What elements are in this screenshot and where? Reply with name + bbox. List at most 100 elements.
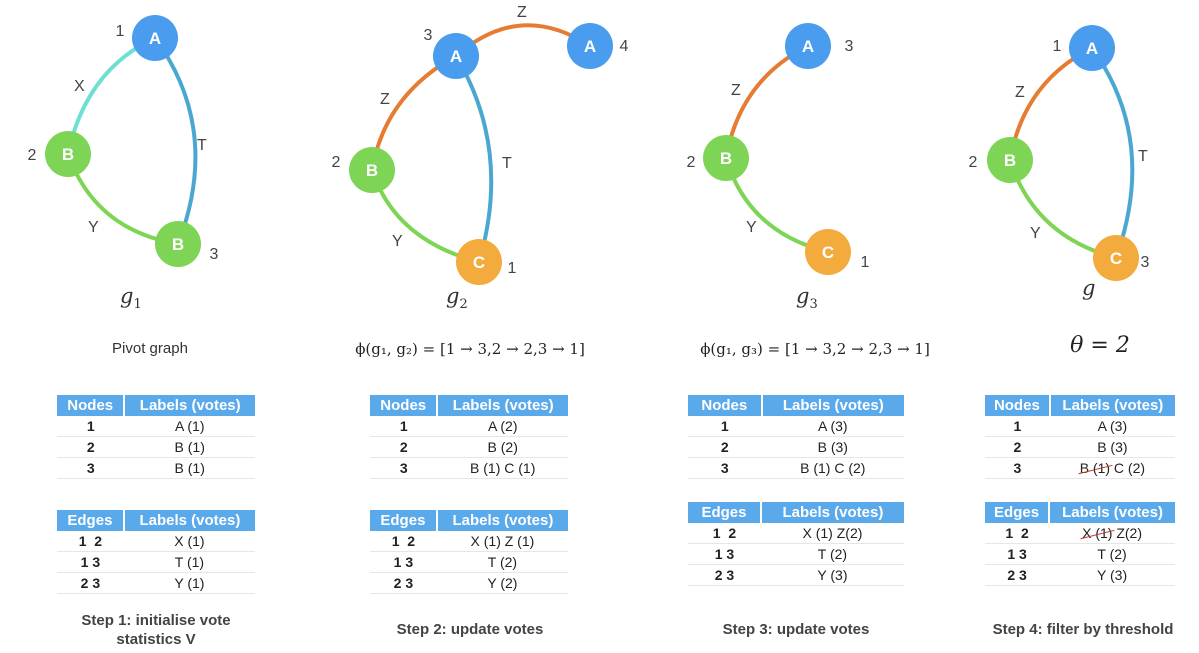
graph-name-g2: g2 [446, 284, 468, 312]
node-votes: B (1) C (2) [761, 457, 904, 479]
edge-t [1090, 46, 1135, 259]
subtitle-pivot: Pivot graph [112, 340, 188, 357]
edge-key: 2 3 [985, 564, 1050, 586]
edge-key: 1 3 [57, 551, 124, 573]
step-caption-1: Step 1: initialise vote statistics V [81, 612, 231, 648]
graph-name-g3: g3 [796, 284, 818, 312]
edge-key: 2 3 [57, 572, 124, 594]
node-votes: B (1) C (2) [1049, 457, 1175, 479]
edge-key: 2 3 [370, 572, 437, 594]
edge-key: 1 2 [688, 523, 761, 544]
col-header: Edges [370, 510, 438, 531]
node-id: 2 [28, 147, 37, 164]
node-votes: B (1) [124, 457, 255, 479]
col-header: Labels (votes) [1049, 395, 1175, 416]
node-votes: B (3) [1049, 436, 1175, 458]
graph-name: g [120, 284, 134, 308]
col-header: Labels (votes) [123, 510, 255, 531]
col-header: Edges [688, 502, 762, 523]
node-id: 3 [424, 27, 433, 44]
node-key: 3 [370, 457, 438, 479]
node-label: B [366, 161, 378, 180]
node-id: 2 [687, 154, 696, 171]
node-key: 2 [57, 436, 125, 458]
node-circle [805, 229, 851, 275]
col-header: Labels (votes) [436, 510, 568, 531]
node-label: B [62, 145, 74, 164]
node-circle [785, 23, 831, 69]
edge-label: T [502, 155, 512, 172]
edge-key: 1 3 [688, 543, 761, 565]
edge-votes: T (2) [436, 551, 568, 573]
col-header: Nodes [57, 395, 126, 416]
node-circle [349, 147, 395, 193]
edge-t [454, 54, 494, 263]
step-caption-2: Step 2: update votes [396, 621, 544, 638]
graph-g3: Z Y A 3 B 2 C 1 [687, 23, 870, 275]
edge-votes: T (1) [123, 551, 255, 573]
node-circle [1069, 25, 1115, 71]
node-label: A [149, 29, 161, 48]
node-id: 2 [332, 154, 341, 171]
node-key: 3 [57, 457, 125, 479]
graph-subscript: 3 [809, 297, 818, 313]
node-votes: B (1) [124, 436, 255, 458]
node-id: 1 [861, 254, 870, 271]
edge-label: X [74, 78, 85, 95]
col-header: Edges [985, 502, 1051, 523]
node-label: A [584, 37, 596, 56]
edge-key: 1 3 [370, 551, 437, 573]
edge-label: Y [392, 233, 403, 250]
node-id: 1 [508, 260, 517, 277]
node-id: 4 [620, 38, 629, 55]
edge-votes: Y (3) [1049, 564, 1175, 586]
subtitle-threshold: θ = 2 [1070, 333, 1130, 358]
graph-name: g [1082, 276, 1096, 300]
node-label: B [1004, 151, 1016, 170]
node-key: 3 [985, 457, 1050, 479]
node-id: 3 [1141, 254, 1150, 271]
node-votes: A (2) [437, 416, 568, 437]
edge-t [153, 36, 198, 245]
struck-vote: B (1) [1079, 460, 1111, 476]
graph-subscript: 1 [133, 297, 142, 313]
node-key: 2 [370, 436, 438, 458]
col-header: Labels (votes) [761, 395, 904, 416]
edge-votes: Y (2) [436, 572, 568, 594]
node-key: 1 [688, 416, 762, 437]
step-caption-4: Step 4: filter by threshold [992, 621, 1174, 638]
node-circle [1093, 235, 1139, 281]
node-key: 2 [985, 436, 1050, 458]
node-circle [132, 15, 178, 61]
edge-label: Y [746, 219, 757, 236]
edge-votes: T (2) [760, 543, 904, 565]
graph-layer: X T Y A 1 B 2 B 3 Z Z T Y A 3 A 4 B 2 C … [28, 4, 1150, 285]
node-key: 1 [985, 416, 1050, 437]
col-header: Edges [57, 510, 125, 531]
node-key: 1 [370, 416, 438, 437]
edge-label: T [1138, 148, 1148, 165]
edge-key: 1 2 [985, 523, 1050, 544]
node-votes: B (1) C (1) [437, 457, 568, 479]
node-votes: B (2) [437, 436, 568, 458]
edge-label: Z [731, 82, 741, 99]
